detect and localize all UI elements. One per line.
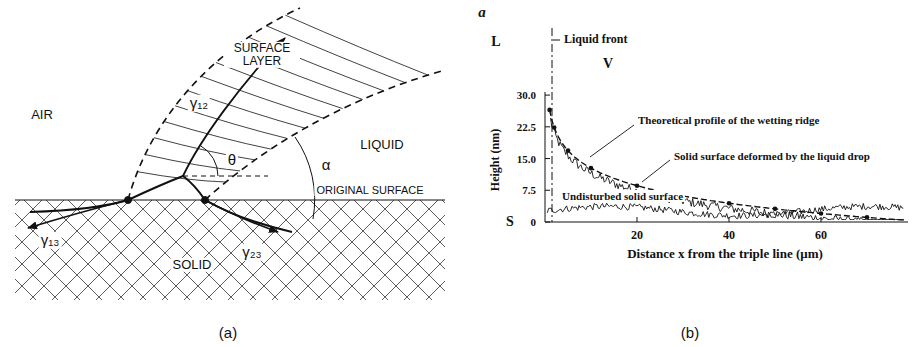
x-axis [545,222,908,223]
panel-caption: (a) [217,325,239,342]
band-hatch-stroke [201,76,323,118]
theory-point [635,183,640,188]
wetting-ridge-schematic [15,8,445,300]
surface-label: ORIGINAL SURFACE [314,184,425,196]
y-tick-label: 0 [529,216,539,228]
y-tick-label: 7.5 [520,184,538,196]
leader-line [642,160,670,182]
contact-point [125,197,132,204]
band-hatch-stroke [138,172,226,182]
band-hatch-stroke [164,122,271,150]
y-axis [545,92,546,222]
y-tick-label: 15.0 [515,153,538,165]
contact-point [202,197,209,204]
theory-point [819,211,824,216]
y-tick [545,126,550,127]
y-tick [545,158,550,159]
gamma23-vector [205,200,278,232]
y-tick [545,222,550,223]
annotation-label: Liquid front [562,33,629,46]
undisturbed-surface-trace [547,203,903,219]
phase-label: L [489,34,502,49]
phase-label: V [601,56,615,71]
surface-layer-boundary [128,8,300,200]
horizontal-reference [183,176,268,177]
theory-point [727,201,732,206]
theta-arc [201,146,219,176]
symbol-label: γ₂₃ [240,244,263,261]
region-label: AIR [29,108,55,122]
region-label: SURFACE LAYER [224,42,300,68]
solid-hatching [15,200,445,300]
x-tick-label: 20 [629,229,645,242]
annotation-label: Solid surface deformed by the liquid dro… [672,150,872,162]
panel-caption: (b) [679,325,701,342]
deformed-surface-trace [551,118,904,219]
symbol-label: γ₁₂ [188,95,210,112]
annotation-label: Theoretical profile of the wetting ridge [636,114,821,126]
angle-label: α [320,157,333,174]
alpha-arc [295,137,315,219]
region-label: SOLID [170,258,213,272]
ridge-profile-chart [545,28,908,222]
y-tick-label: 22.5 [515,121,538,133]
x-tick [637,217,638,222]
leader-line [590,125,634,157]
surface-layer-hatching [138,15,428,182]
annotation-label: Undisturbed solid surface [560,190,685,202]
theory-point [566,148,571,153]
axis-title: Distance x from the triple line (μm) [625,247,825,261]
original-surface-line [15,199,445,200]
phase-label: S [504,214,516,229]
panel-letter: a [476,4,488,21]
y-tick [545,95,550,96]
symbol-label: γ₁₃ [39,232,62,249]
y-tick-label: 30.0 [515,89,538,101]
angle-label: θ [226,152,238,169]
gamma13-vector [28,200,128,228]
theory-point [773,207,778,212]
x-tick-label: 60 [813,229,829,242]
band-hatch-stroke [188,91,306,129]
region-label: LIQUID [358,138,405,152]
theory-points [547,108,869,220]
theory-point [589,166,594,171]
x-tick-label: 40 [721,229,737,242]
theory-point [547,108,552,113]
y-tick [545,190,550,191]
band-hatch-stroke [285,15,428,75]
axis-title: Height (nm) [489,127,502,193]
leader-line [553,40,560,41]
deformed-solid-surface [30,176,292,232]
